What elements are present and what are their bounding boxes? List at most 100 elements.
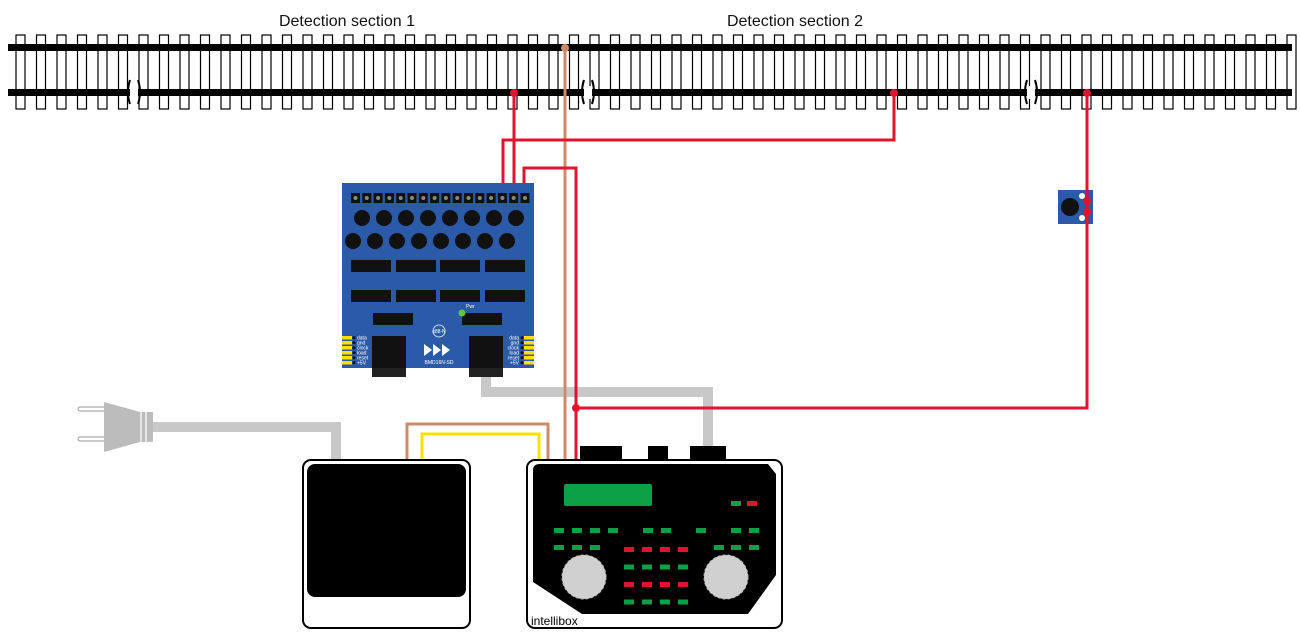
track-tie — [650, 34, 662, 110]
green-button[interactable] — [572, 528, 582, 533]
green-button[interactable] — [643, 528, 653, 533]
red-button[interactable] — [624, 547, 634, 552]
track-tie — [568, 34, 580, 110]
track-tie — [466, 34, 477, 110]
pin-label: +5V — [510, 361, 520, 367]
track-tie — [117, 34, 129, 110]
track-tie — [630, 34, 641, 110]
red-button[interactable] — [678, 582, 688, 587]
capacitor — [508, 210, 524, 226]
ic-chip — [485, 260, 525, 272]
green-button[interactable] — [624, 564, 634, 570]
pin-label: clock — [508, 346, 520, 352]
bottom-rail — [8, 89, 1292, 96]
track-tie — [937, 34, 949, 110]
booster-track-wire — [405, 422, 550, 460]
green-button[interactable] — [661, 528, 671, 533]
capacitor — [455, 233, 471, 249]
rail-insulator-1 — [127, 79, 141, 105]
red-button[interactable] — [624, 582, 634, 587]
green-button[interactable] — [678, 599, 688, 605]
capacitor — [389, 233, 405, 249]
pin-label: clock — [357, 346, 369, 352]
green-button[interactable] — [590, 545, 600, 550]
green-button[interactable] — [696, 528, 706, 533]
pin-label: gnd — [357, 341, 366, 347]
green-button[interactable] — [678, 564, 688, 570]
ic-chip — [462, 313, 502, 325]
green-button[interactable] — [572, 545, 582, 550]
pin-label: reset — [357, 356, 369, 362]
green-button[interactable] — [642, 564, 652, 570]
track-tie — [917, 34, 928, 110]
red-button[interactable] — [642, 582, 652, 587]
red-button[interactable] — [660, 547, 670, 552]
green-button[interactable] — [731, 545, 741, 550]
track-tie — [978, 34, 990, 110]
track-tie — [1142, 34, 1154, 110]
left-knob[interactable] — [561, 554, 607, 600]
green-button[interactable] — [714, 545, 724, 550]
green-button[interactable] — [590, 528, 600, 533]
track-tie — [445, 34, 457, 110]
track-tie — [1183, 34, 1195, 110]
feedback-joints — [510, 89, 1091, 412]
capacitor — [411, 233, 427, 249]
capacitor — [345, 233, 361, 249]
capacitor — [477, 233, 493, 249]
feedback-wires — [501, 93, 1089, 460]
green-button[interactable] — [554, 545, 564, 550]
red-button[interactable] — [678, 547, 688, 552]
track-tie — [240, 34, 252, 110]
track-tie — [1204, 34, 1215, 110]
capacitor — [376, 210, 392, 226]
pin-label: data — [357, 336, 367, 342]
pin-label: data — [509, 336, 519, 342]
section-2-label: Detection section 2 — [727, 13, 863, 30]
track-tie — [671, 34, 682, 110]
track-tie — [35, 34, 47, 110]
track — [8, 34, 1297, 110]
track-tie — [363, 34, 375, 110]
green-button[interactable] — [731, 501, 741, 506]
track-tie — [199, 34, 211, 110]
booster-control-wire — [420, 432, 541, 460]
capacitor — [367, 233, 383, 249]
red-button[interactable] — [747, 501, 757, 506]
green-button[interactable] — [554, 528, 564, 533]
capacitor — [354, 210, 370, 226]
track-tie — [384, 34, 395, 110]
track-tie — [1122, 34, 1133, 110]
green-button[interactable] — [731, 528, 741, 533]
red-button[interactable] — [642, 547, 652, 552]
display — [564, 484, 652, 506]
track-tie — [876, 34, 887, 110]
small-detector-module — [1058, 190, 1093, 224]
track-tie — [425, 34, 436, 110]
track-tie — [1163, 34, 1174, 110]
green-button[interactable] — [660, 599, 670, 605]
track-tie — [527, 34, 539, 110]
green-button[interactable] — [660, 564, 670, 570]
right-knob[interactable] — [703, 554, 749, 600]
track-tie — [15, 34, 26, 110]
rj45-socket-right — [469, 336, 503, 368]
track-tie — [158, 34, 170, 110]
section-1-label: Detection section 1 — [279, 13, 415, 30]
track-tie — [896, 34, 908, 110]
green-button[interactable] — [642, 599, 652, 605]
green-button[interactable] — [624, 599, 634, 605]
ic-chip — [396, 290, 436, 302]
rail-insulator-2 — [581, 79, 595, 105]
track-tie — [486, 34, 498, 110]
ic-chip — [351, 290, 391, 302]
red-button[interactable] — [660, 582, 670, 587]
track-tie — [732, 34, 744, 110]
track-tie — [138, 34, 149, 110]
green-button[interactable] — [749, 528, 759, 533]
green-button[interactable] — [749, 545, 759, 550]
s88-cable — [481, 372, 713, 450]
green-button[interactable] — [608, 528, 618, 533]
